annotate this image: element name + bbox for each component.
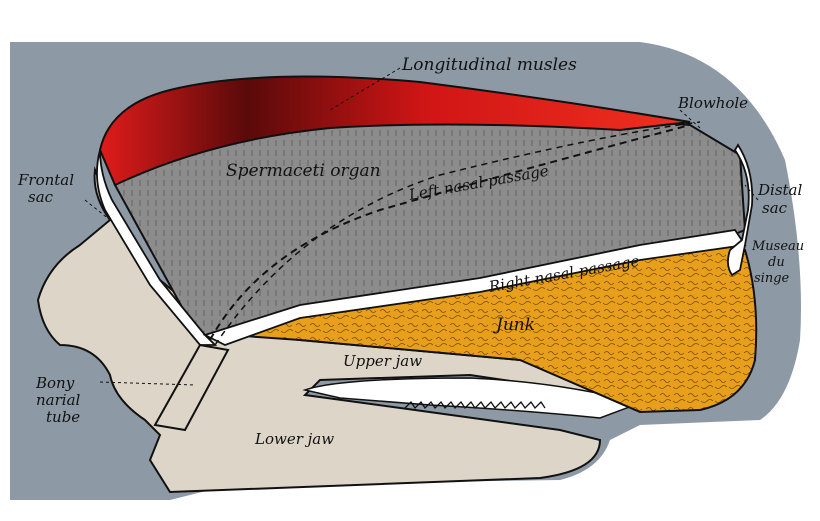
label-junk: Junk — [493, 315, 535, 335]
mouth-gap — [302, 377, 643, 419]
label-bony: Bony — [35, 374, 75, 392]
label-museau-singe: singe — [754, 271, 790, 286]
label-lower-jaw: Lower jaw — [254, 430, 334, 448]
longitudinal-muscles — [98, 75, 691, 187]
label-narial: narial — [36, 391, 81, 409]
leader-blowhole — [679, 109, 701, 129]
leader-frontal — [84, 199, 111, 221]
label-tube: tube — [46, 408, 80, 426]
label-museau: Museau — [751, 239, 804, 254]
lower-jaw-teeth — [404, 400, 546, 410]
inner-nasal-dashed-line — [214, 121, 701, 346]
leader-bony — [99, 381, 196, 386]
leader-longitudinal — [329, 67, 401, 111]
label-longitudinal-muscles: Longitudinal musles — [401, 55, 577, 75]
label-upper-jaw: Upper jaw — [343, 352, 422, 370]
label-frontal-sac: sac — [28, 188, 54, 206]
label-museau-du: du — [768, 255, 785, 270]
bony-narial-tube — [153, 343, 230, 432]
label-frontal: Frontal — [17, 171, 74, 189]
junk-region — [229, 238, 758, 414]
label-distal-sac: sac — [762, 199, 788, 217]
label-distal: Distal — [757, 181, 802, 199]
distal-sac-museau — [727, 143, 754, 277]
label-blowhole: Blowhole — [677, 94, 748, 112]
label-spermaceti-organ: Spermaceti organ — [226, 161, 381, 181]
